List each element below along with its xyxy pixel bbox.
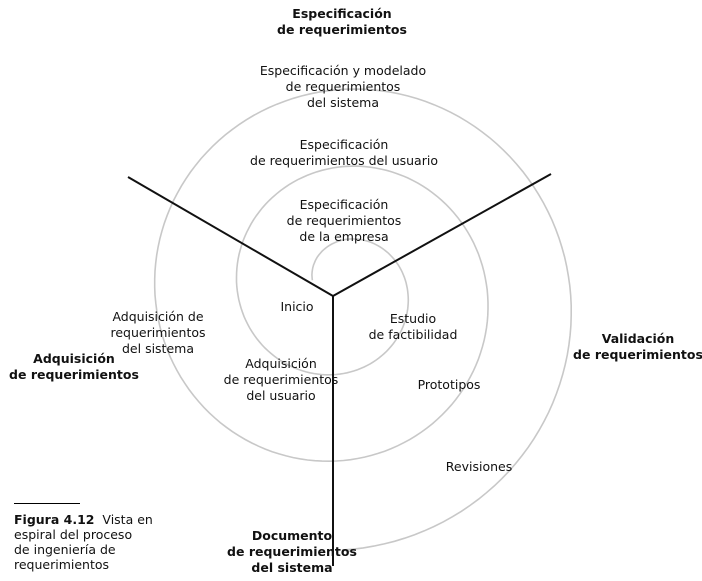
- label-spec-business: Especificación de requerimientos de la e…: [286, 197, 402, 244]
- phase-specification: Especificación de requerimientos: [277, 6, 407, 37]
- label-start: Inicio: [280, 299, 314, 314]
- caption-rule: [14, 503, 80, 504]
- spiral-path: [153, 88, 572, 553]
- divider-left: [127, 176, 334, 297]
- caption-text: Vista en espiral del proceso de ingenier…: [14, 512, 153, 572]
- label-prototypes: Prototipos: [417, 377, 481, 392]
- label-acq-system: Adquisición de requerimientos del sistem…: [110, 309, 206, 356]
- figure-caption: Figura 4.12 Vista en espiral del proceso…: [14, 512, 153, 572]
- label-acq-user: Adquisición de requerimientos del usuari…: [223, 356, 339, 403]
- phase-acquisition: Adquisición de requerimientos: [9, 351, 139, 382]
- divider-right: [332, 173, 552, 297]
- label-reviews: Revisiones: [445, 459, 513, 474]
- phase-document: Documento de requerimientos del sistema: [227, 528, 357, 575]
- phase-validation: Validación de requerimientos: [573, 331, 702, 362]
- label-spec-system: Especificación y modelado de requerimien…: [259, 63, 427, 110]
- caption-label: Figura 4.12: [14, 512, 95, 527]
- label-spec-user: Especificación de requerimientos del usu…: [250, 137, 438, 168]
- label-feasibility: Estudio de factibilidad: [368, 311, 458, 342]
